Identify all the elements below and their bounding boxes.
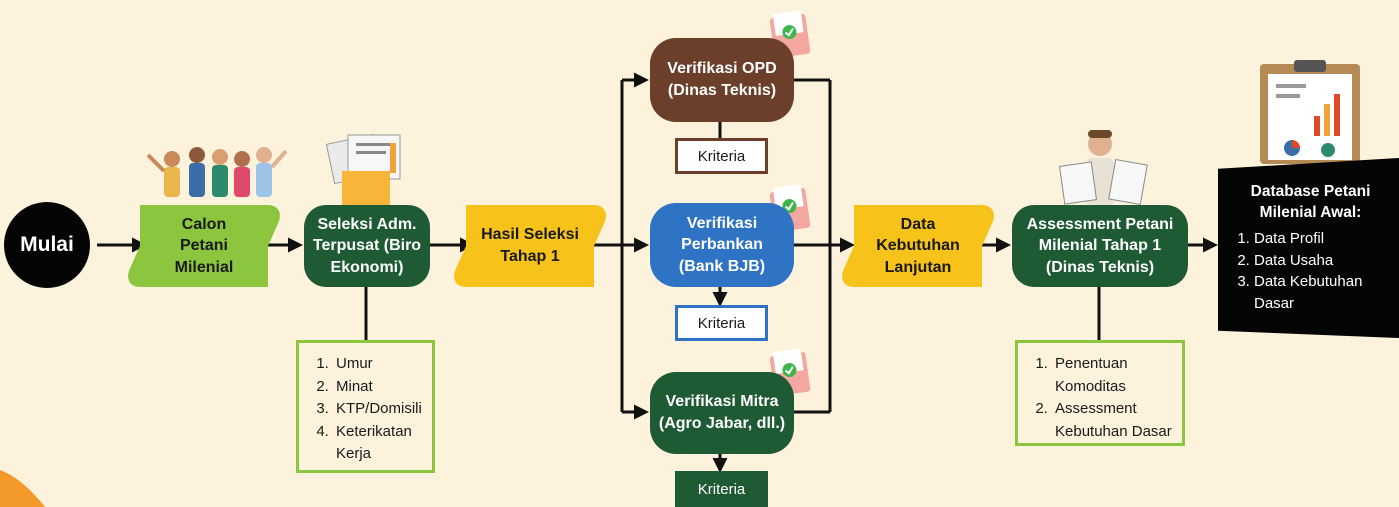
verif-bank-node: Verifikasi Perbankan (Bank BJB)	[650, 203, 794, 287]
list-item: KTP/Domisili	[333, 398, 422, 421]
list-item: Penentuan Komoditas	[1052, 353, 1172, 398]
start-label: Mulai	[20, 232, 74, 256]
seleksi-criteria-list: Umur Minat KTP/Domisili Keterikatan Kerj…	[296, 340, 435, 473]
hasil-node: Hasil Seleksi Tahap 1	[466, 205, 594, 287]
list-item: Data Profil	[1254, 228, 1389, 250]
assessment-node: Assessment Petani Milenial Tahap 1 (Dina…	[1012, 205, 1188, 287]
list-item: Assessment Kebutuhan Dasar	[1052, 398, 1172, 443]
verif-mitra-node: Verifikasi Mitra (Agro Jabar, dll.)	[650, 372, 794, 454]
list-item: Keterikatan Kerja	[333, 421, 422, 466]
kriteria-mitra-box: Kriteria	[675, 471, 768, 507]
calon-node: Calon Petani Milenial	[140, 205, 268, 287]
man-reading-illustration	[1058, 130, 1148, 206]
kriteria-opd-label: Kriteria	[697, 147, 746, 165]
list-item: Data Kebutuhan Dasar	[1254, 271, 1389, 315]
data-kebutuhan-node: Data Kebutuhan Lanjutan	[854, 205, 982, 287]
kriteria-bank-box: Kriteria	[675, 305, 768, 341]
database-title: Database Petani Milenial Awal:	[1250, 183, 1371, 221]
assessment-criteria-list: Penentuan Komoditas Assessment Kebutuhan…	[1015, 340, 1185, 446]
kriteria-opd-box: Kriteria	[675, 138, 768, 174]
start-node: Mulai	[4, 202, 90, 288]
list-item: Data Usaha	[1254, 250, 1389, 272]
seleksi-node: Seleksi Adm. Terpusat (Biro Ekonomi)	[304, 205, 430, 287]
clipboard-chart-illustration	[1260, 60, 1360, 164]
verif-mitra-label: Verifikasi Mitra (Agro Jabar, dll.)	[658, 393, 786, 432]
list-item: Umur	[333, 353, 422, 376]
list-item: Minat	[333, 376, 422, 399]
data-kebutuhan-label: Data Kebutuhan Lanjutan	[876, 215, 960, 276]
calon-label: Calon Petani Milenial	[174, 215, 234, 276]
verif-bank-label: Verifikasi Perbankan (Bank BJB)	[678, 214, 766, 275]
verif-opd-node: Verifikasi OPD (Dinas Teknis)	[650, 38, 794, 122]
assessment-label: Assessment Petani Milenial Tahap 1 (Dina…	[1026, 215, 1174, 276]
seleksi-label: Seleksi Adm. Terpusat (Biro Ekonomi)	[312, 215, 422, 276]
kriteria-mitra-label: Kriteria	[697, 480, 746, 498]
people-illustration	[146, 147, 288, 197]
kriteria-bank-label: Kriteria	[697, 314, 746, 332]
documents-illustration	[326, 133, 401, 205]
hasil-label: Hasil Seleksi Tahap 1	[481, 226, 579, 265]
verif-opd-label: Verifikasi OPD (Dinas Teknis)	[667, 60, 777, 99]
database-box: Database Petani Milenial Awal: Data Prof…	[1218, 158, 1399, 338]
